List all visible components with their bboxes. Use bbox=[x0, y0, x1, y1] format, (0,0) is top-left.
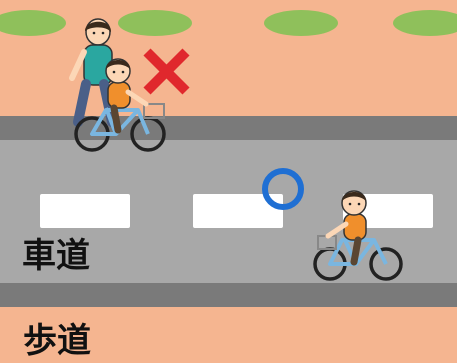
bush bbox=[264, 10, 338, 36]
bush bbox=[393, 10, 457, 36]
ng-cross-icon bbox=[139, 44, 194, 99]
lane-marking bbox=[40, 194, 130, 228]
cyclist-sidewalk-icon bbox=[74, 58, 166, 152]
sidewalk-label: 歩道 bbox=[23, 321, 91, 361]
lower-sidewalk bbox=[0, 307, 457, 363]
bush bbox=[118, 10, 192, 36]
ng-cross-stroke bbox=[143, 48, 190, 95]
ok-circle-icon bbox=[262, 168, 304, 210]
roadway-label: 車道 bbox=[22, 236, 90, 276]
bush bbox=[0, 10, 66, 36]
upper-sidewalk bbox=[0, 0, 457, 116]
cyclist-roadway-icon bbox=[313, 190, 403, 281]
lower-curb bbox=[0, 283, 457, 307]
